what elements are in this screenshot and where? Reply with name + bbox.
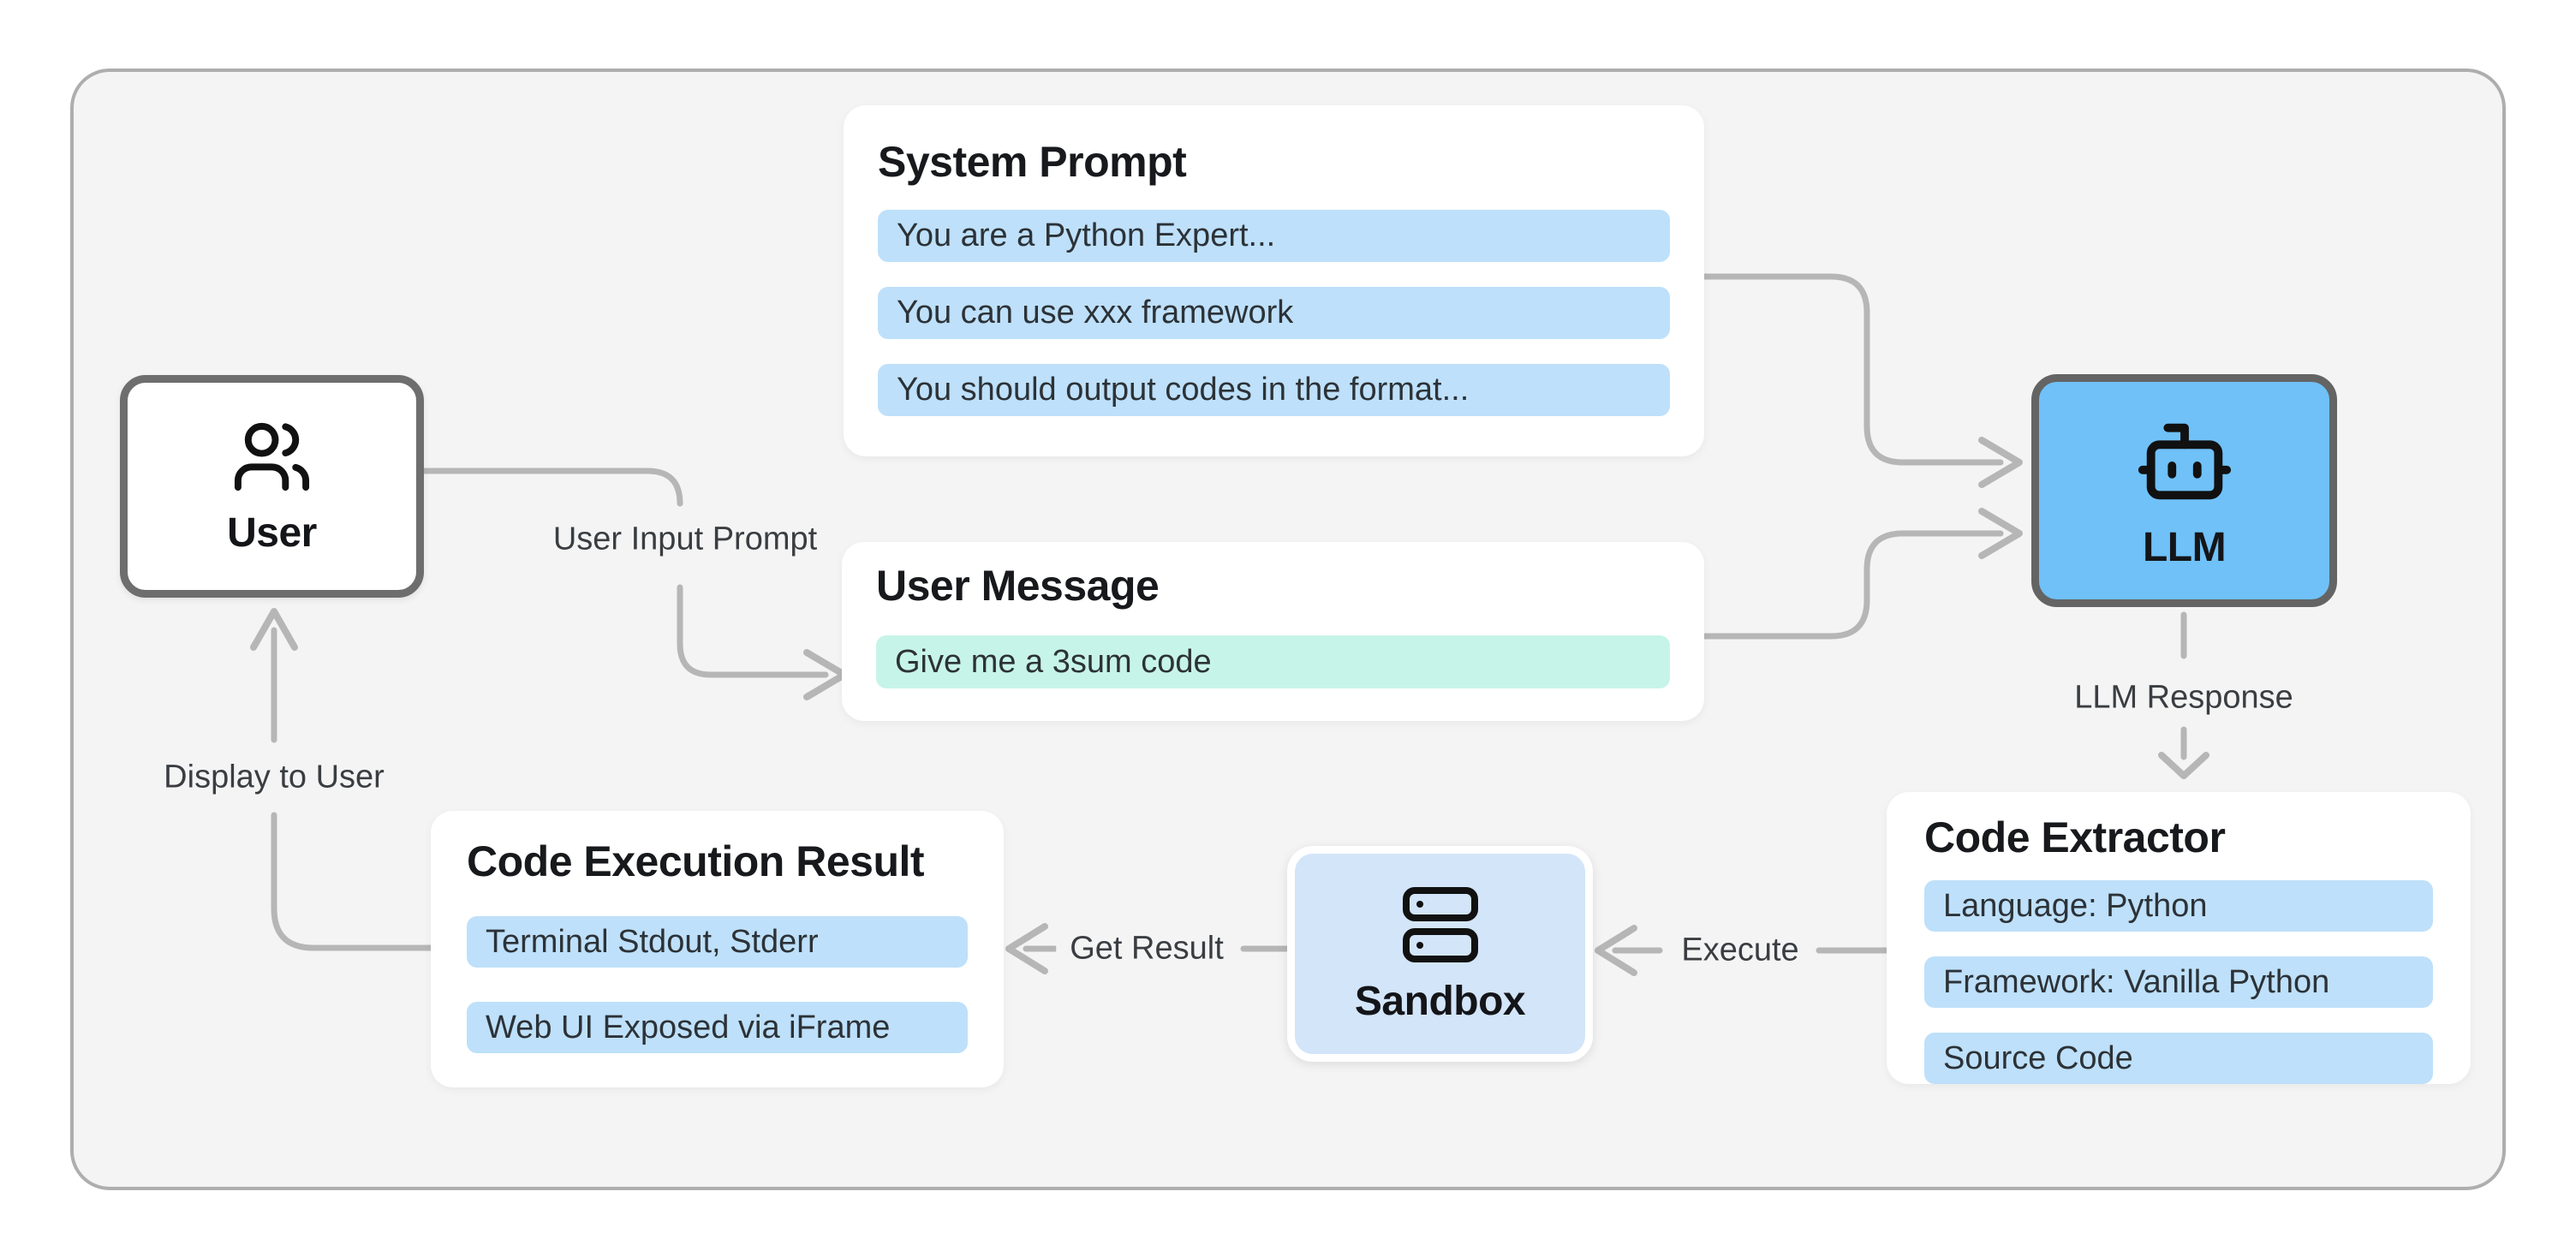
system-prompt-title: System Prompt: [878, 138, 1187, 186]
sandbox-node-label: Sandbox: [1354, 978, 1526, 1024]
user-message-title: User Message: [876, 562, 1160, 610]
llm-node: LLM: [2031, 374, 2337, 607]
robot-icon: [2138, 423, 2231, 499]
user-node: User: [120, 375, 424, 598]
system-prompt-chip: You should output codes in the format...: [878, 364, 1670, 416]
system-prompt-chip: You are a Python Expert...: [878, 210, 1670, 262]
code-extractor-chip: Source Code: [1924, 1033, 2433, 1084]
users-icon: [234, 422, 310, 491]
code-execution-result-chip: Web UI Exposed via iFrame: [467, 1002, 968, 1053]
code-extractor-chip: Language: Python: [1924, 880, 2433, 932]
edge-label-get-result: Get Result: [1056, 925, 1237, 973]
code-extractor-title: Code Extractor: [1924, 813, 2226, 861]
edge-label-user-input-prompt: User Input Prompt: [539, 515, 832, 563]
code-execution-result-title: Code Execution Result: [467, 837, 925, 885]
sandbox-node: Sandbox: [1287, 846, 1593, 1062]
server-icon: [1402, 886, 1478, 962]
edge-label-llm-response: LLM Response: [2060, 674, 2307, 722]
system-prompt-chip: You can use xxx framework: [878, 287, 1670, 339]
user-node-label: User: [227, 510, 317, 556]
code-extractor-card: Code Extractor Language: Python Framewor…: [1887, 792, 2471, 1084]
code-extractor-chip: Framework: Vanilla Python: [1924, 956, 2433, 1008]
code-execution-result-card: Code Execution Result Terminal Stdout, S…: [431, 811, 1004, 1087]
code-execution-result-chip: Terminal Stdout, Stderr: [467, 916, 968, 968]
system-prompt-card: System Prompt You are a Python Expert...…: [844, 105, 1704, 456]
edge-label-execute: Execute: [1667, 926, 1813, 974]
llm-node-label: LLM: [2142, 524, 2227, 570]
edge-label-display-to-user: Display to User: [150, 754, 398, 801]
user-message-card: User Message Give me a 3sum code: [842, 542, 1704, 721]
user-message-chip: Give me a 3sum code: [876, 635, 1670, 688]
